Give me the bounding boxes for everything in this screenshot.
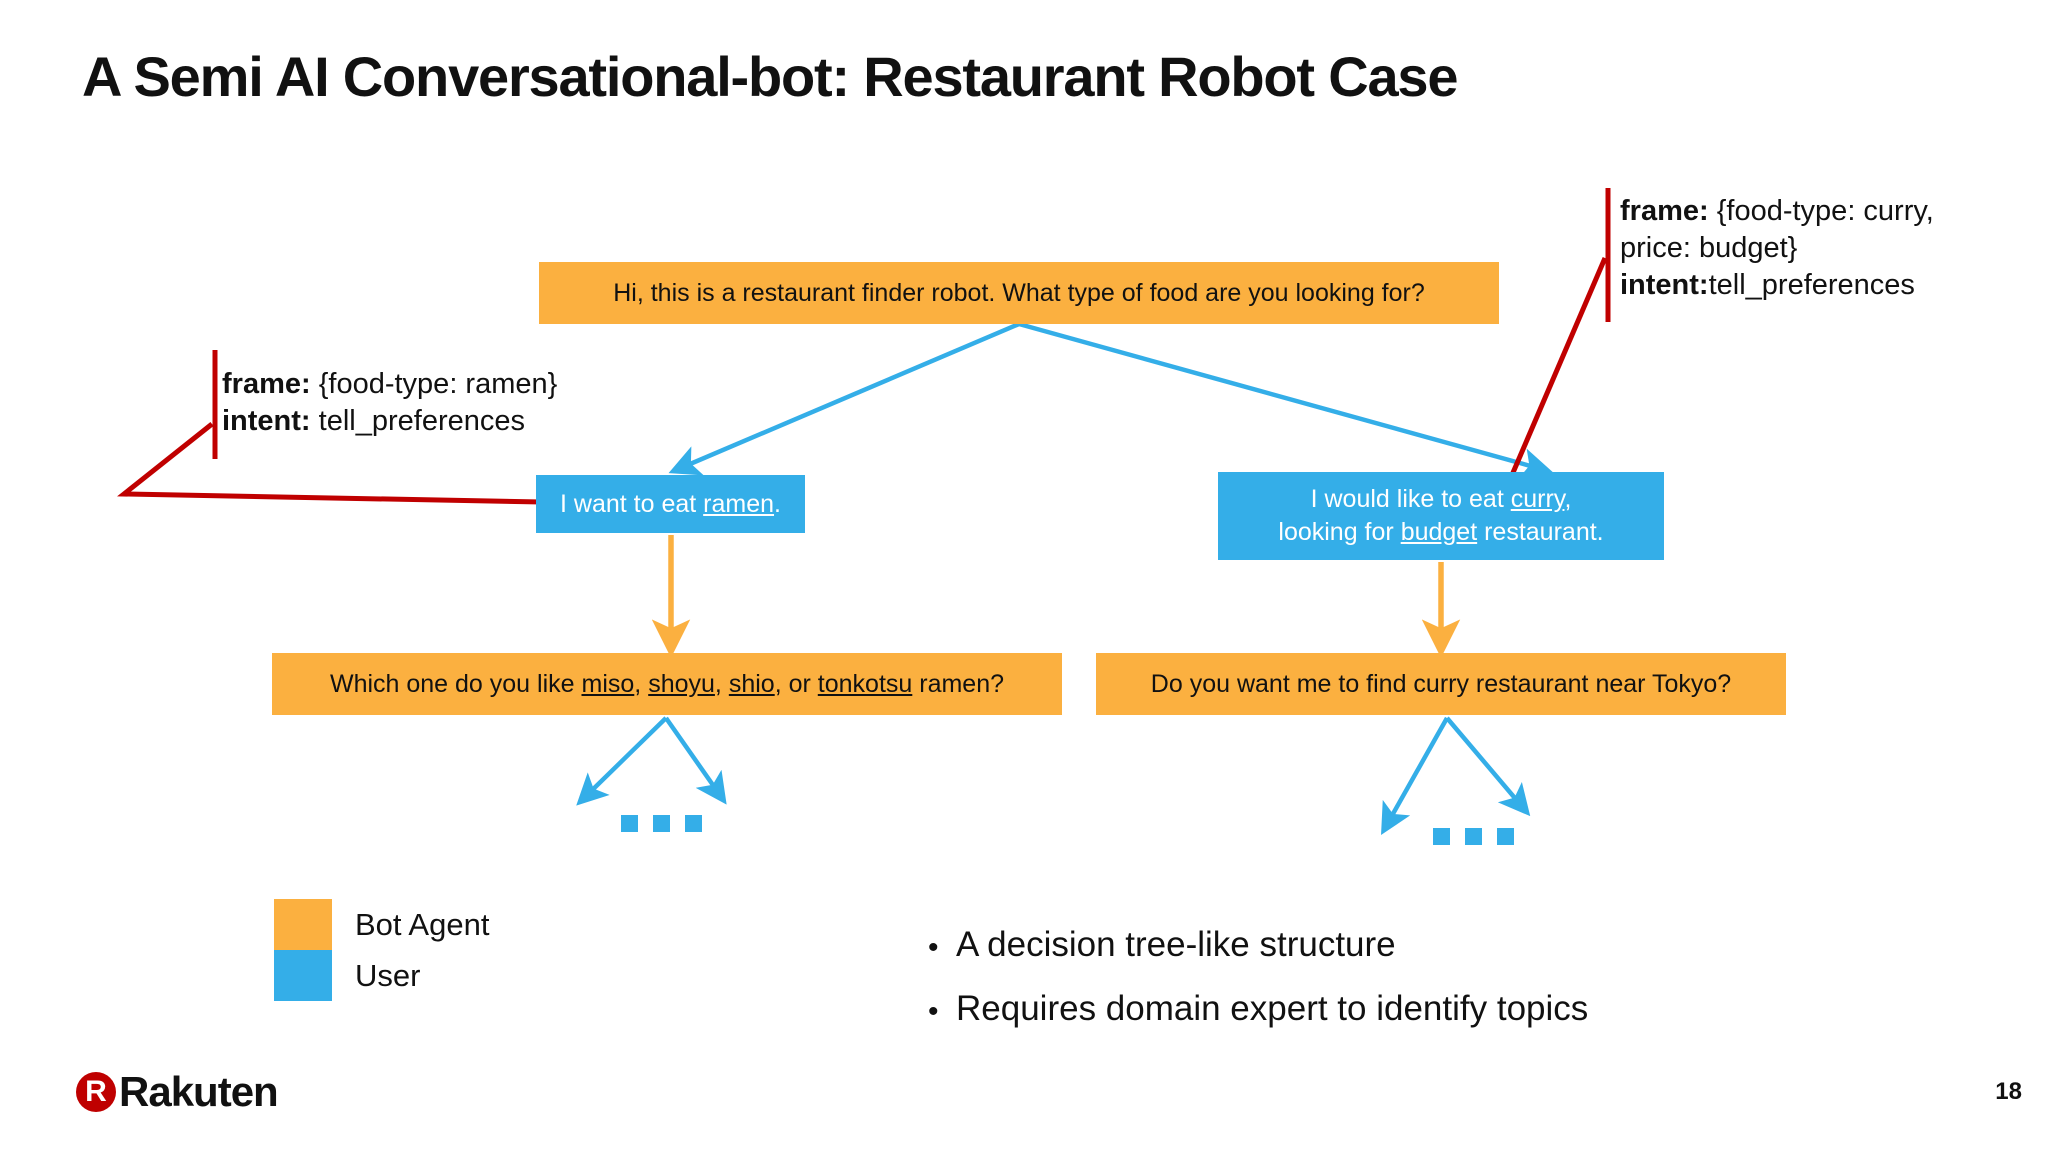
ramen-sep-3: , or	[774, 669, 818, 698]
legend-swatch-user	[274, 950, 332, 1001]
bullet-list: • A decision tree-like structure • Requi…	[928, 925, 1828, 1054]
user-curry-slot-food: curry	[1510, 485, 1565, 513]
annotation-right-frame-value: {food-type: curry,	[1708, 195, 1934, 227]
annotation-ramen-frame: frame: {food-type: ramen} intent: tell_p…	[222, 366, 557, 440]
user-ramen-text: I want to eat ramen.	[560, 488, 781, 521]
annotation-left-intent-line: intent: tell_preferences	[222, 403, 557, 440]
ellipsis-dot	[653, 815, 670, 832]
user-ramen-text-after: .	[774, 489, 781, 518]
user-curry-line1-after: ,	[1564, 485, 1572, 513]
annotation-left-intent-label: intent:	[222, 405, 311, 438]
ramen-sep-1: ,	[634, 669, 649, 698]
edge-greeting-to-user-curry	[1018, 321, 1553, 479]
user-ramen-text-before: I want to eat	[560, 489, 704, 518]
user-curry-line1-before: I would like to eat	[1310, 485, 1511, 513]
ellipsis-dot	[1465, 828, 1482, 845]
user-curry-line2-before: looking for	[1278, 518, 1401, 546]
edge-bot-kind-to-more-left	[576, 716, 668, 806]
legend-item-bot-agent: Bot Agent	[274, 899, 489, 950]
bot-ramen-kind-after: ramen?	[912, 669, 1005, 698]
edge-bot-find-to-more-left	[1381, 716, 1449, 836]
page-number: 18	[1995, 1078, 2022, 1105]
ramen-sep-2: ,	[714, 669, 729, 698]
edge-bot-find-to-more-right	[1445, 716, 1531, 817]
legend-swatch-bot-agent	[274, 899, 332, 950]
more-turns-ellipsis-right	[1433, 828, 1514, 845]
ellipsis-dot	[685, 815, 702, 832]
bot-ramen-kind-before: Which one do you like	[329, 669, 582, 698]
rakuten-r-icon: R	[76, 1072, 116, 1112]
bot-greeting-text: Hi, this is a restaurant finder robot. W…	[613, 278, 1425, 307]
bot-ramen-kind-text: Which one do you like miso, shoyu, shio,…	[330, 668, 1004, 701]
annotation-left-intent-value: tell_preferences	[310, 405, 525, 438]
rakuten-logo: R Rakuten	[76, 1068, 279, 1116]
bullet-marker: •	[928, 995, 939, 1029]
user-ramen-node[interactable]: I want to eat ramen.	[536, 475, 805, 533]
user-curry-line2-after: restaurant.	[1477, 518, 1604, 546]
annotation-right-frame-line2: price: budget}	[1620, 232, 1798, 265]
legend-label-user: User	[355, 957, 421, 993]
annotation-left-frame-line: frame: {food-type: ramen}	[222, 366, 557, 403]
annotation-right-intent-line: intent:tell_preferences	[1620, 267, 1934, 304]
legend-label-bot-agent: Bot Agent	[355, 906, 490, 942]
ramen-option-tonkotsu: tonkotsu	[817, 669, 913, 698]
more-turns-ellipsis-left	[621, 815, 702, 832]
ramen-option-shoyu: shoyu	[648, 669, 715, 698]
ellipsis-dot	[1433, 828, 1450, 845]
ramen-option-miso: miso	[581, 669, 635, 698]
annotation-left-frame-label: frame:	[222, 368, 311, 400]
edge-bot-kind-to-more-right	[664, 716, 727, 805]
annotation-right-frame-line: frame: {food-type: curry,	[1620, 193, 1934, 230]
user-ramen-slot-value: ramen	[703, 489, 775, 518]
user-curry-text: I would like to eat curry, looking for b…	[1278, 483, 1603, 549]
annotation-right-intent-label: intent:	[1620, 269, 1709, 302]
user-curry-slot-price: budget	[1400, 518, 1478, 546]
legend-item-user: User	[274, 950, 489, 1001]
bullet-marker: •	[928, 931, 939, 964]
annotation-leader-right-hook	[1509, 257, 1608, 476]
page-title: A Semi AI Conversational-bot: Restaurant…	[82, 45, 1459, 108]
annotation-curry-frame: frame: {food-type: curry, price: budget}…	[1620, 193, 1934, 304]
annotation-right-intent-value: tell_preferences	[1708, 269, 1915, 302]
annotation-left-frame-value: {food-type: ramen}	[310, 368, 558, 400]
bot-curry-find-text: Do you want me to find curry restaurant …	[1150, 669, 1732, 698]
list-item: • A decision tree-like structure	[928, 925, 1828, 965]
legend: Bot Agent User	[274, 899, 489, 1001]
ellipsis-dot	[621, 815, 638, 832]
bullet-text: Requires domain expert to identify topic…	[956, 989, 1589, 1029]
ramen-option-shio: shio	[728, 669, 775, 698]
ellipsis-dot	[1497, 828, 1514, 845]
annotation-right-frame-label: frame:	[1620, 195, 1709, 227]
rakuten-wordmark: Rakuten	[119, 1068, 279, 1115]
bot-greeting-node[interactable]: Hi, this is a restaurant finder robot. W…	[539, 262, 1499, 324]
user-curry-node[interactable]: I would like to eat curry, looking for b…	[1218, 472, 1664, 560]
bullet-text: A decision tree-like structure	[956, 925, 1396, 964]
bot-ramen-kind-node[interactable]: Which one do you like miso, shoyu, shio,…	[272, 653, 1062, 715]
list-item: • Requires domain expert to identify top…	[928, 989, 1828, 1029]
bot-curry-find-node[interactable]: Do you want me to find curry restaurant …	[1096, 653, 1786, 715]
edge-greeting-to-user-ramen	[668, 321, 1020, 476]
